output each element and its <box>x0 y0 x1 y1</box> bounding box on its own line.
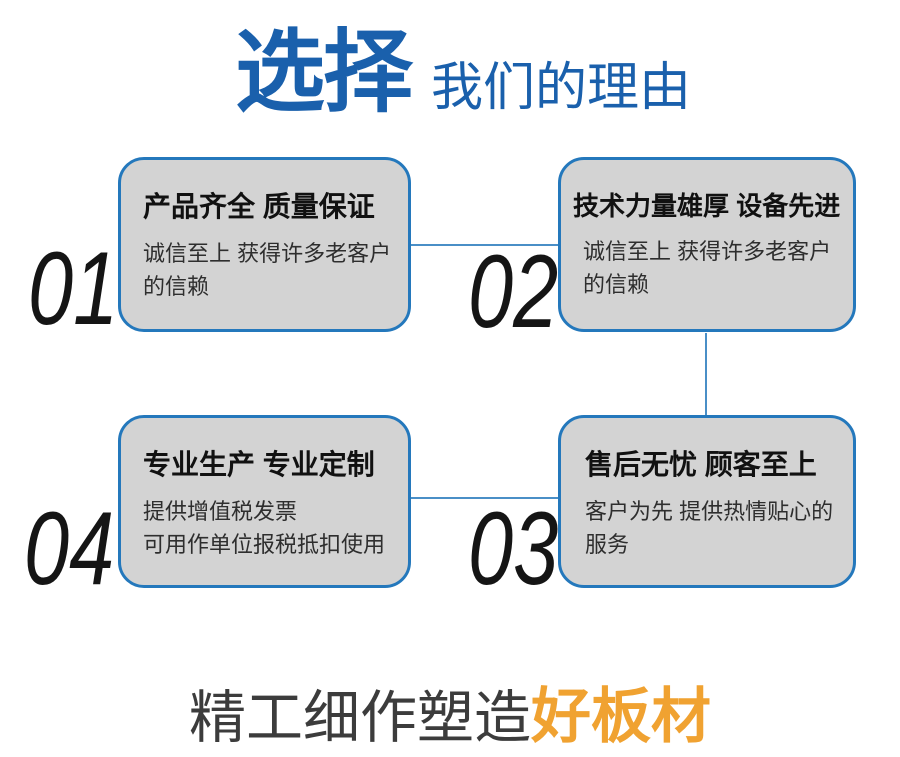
connector-box4-box3 <box>411 497 558 499</box>
reason-card-4-desc-line1: 提供增值税发票 <box>143 498 298 524</box>
reason-card-2-desc: 诚信至上 获得许多老客户 的信赖 <box>573 235 845 301</box>
reason-card-3: 售后无忧 顾客至上 客户为先 提供热情贴心的 服务 <box>558 415 856 588</box>
page-title-rest: 我们的理由 <box>431 58 692 117</box>
step-number-02: 02 <box>468 234 559 350</box>
reason-card-3-desc: 客户为先 提供热情贴心的 服务 <box>581 495 833 561</box>
reason-card-2-title: 技术力量雄厚 设备先进 <box>573 191 841 221</box>
page-title: 选择 我们的理由 <box>235 22 691 126</box>
connector-box1-box2 <box>411 244 558 246</box>
reason-card-3-title: 售后无忧 顾客至上 <box>585 449 817 480</box>
reason-card-4-desc-line2: 可用作单位报税抵扣使用 <box>143 531 386 557</box>
step-number-04: 04 <box>24 491 115 607</box>
page-title-highlight: 选择 <box>235 23 413 123</box>
footer-slogan: 精工细作塑造好板材 <box>0 668 900 755</box>
step-number-03: 03 <box>468 491 559 607</box>
reason-card-1-desc-line2: 的信赖 <box>143 273 210 299</box>
reason-card-4: 专业生产 专业定制 提供增值税发票 可用作单位报税抵扣使用 <box>118 415 411 588</box>
footer-slogan-dark: 精工细作塑造 <box>189 686 531 750</box>
reason-card-1-desc: 诚信至上 获得许多老客户 的信赖 <box>143 237 392 303</box>
reason-card-4-desc: 提供增值税发票 可用作单位报税抵扣使用 <box>143 495 388 561</box>
reason-card-4-title: 专业生产 专业定制 <box>143 449 375 480</box>
reason-card-3-desc-line2: 服务 <box>585 531 630 557</box>
footer-slogan-accent: 好板材 <box>531 683 711 750</box>
reason-card-2-desc-line2: 的信赖 <box>583 271 650 297</box>
reason-card-1-title: 产品齐全 质量保证 <box>143 191 375 222</box>
step-number-01: 01 <box>28 231 119 347</box>
reason-card-2-desc-line1: 诚信至上 获得许多老客户 <box>583 238 832 264</box>
reason-card-1-desc-line1: 诚信至上 获得许多老客户 <box>143 240 392 266</box>
reason-card-1: 产品齐全 质量保证 诚信至上 获得许多老客户 的信赖 <box>118 157 411 332</box>
reason-card-2: 技术力量雄厚 设备先进 诚信至上 获得许多老客户 的信赖 <box>558 157 856 332</box>
reason-card-3-desc-line1: 客户为先 提供热情贴心的 <box>585 498 834 524</box>
connector-box2-box3 <box>705 333 707 415</box>
